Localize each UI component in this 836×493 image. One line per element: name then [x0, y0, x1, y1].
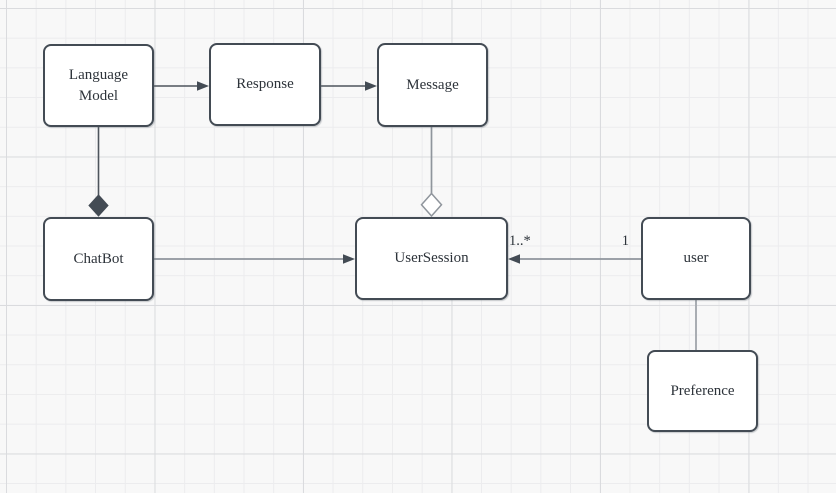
- multiplicity-label-source: 1: [621, 233, 629, 249]
- arrowhead-icon: [197, 81, 209, 91]
- node-message[interactable]: Message: [377, 43, 488, 127]
- node-preference[interactable]: Preference: [647, 350, 758, 432]
- edge-message-usersession-aggregation[interactable]: [420, 127, 443, 218]
- edge-user-usersession[interactable]: [508, 254, 641, 264]
- filled-diamond-icon: [88, 194, 109, 217]
- multiplicity-label-target: 1..*: [509, 233, 531, 249]
- edge-languagemodel-response[interactable]: [154, 81, 209, 91]
- node-user[interactable]: user: [641, 217, 751, 300]
- hollow-diamond-icon: [420, 192, 443, 218]
- arrowhead-icon: [508, 254, 520, 264]
- node-language-model[interactable]: Language Model: [43, 44, 154, 127]
- node-label: ChatBot: [73, 250, 124, 267]
- edge-languagemodel-chatbot-composition[interactable]: [88, 127, 109, 217]
- node-label: user: [683, 250, 709, 267]
- node-chatbot[interactable]: ChatBot: [43, 217, 154, 301]
- edge-chatbot-usersession[interactable]: [154, 254, 355, 264]
- arrowhead-icon: [365, 81, 377, 91]
- node-usersession[interactable]: UserSession: [355, 217, 508, 300]
- arrowhead-icon: [343, 254, 355, 264]
- edge-response-message[interactable]: [321, 81, 377, 91]
- node-label: UserSession: [394, 250, 469, 267]
- node-label: Preference: [670, 382, 735, 399]
- node-response[interactable]: Response: [209, 43, 321, 126]
- node-label: Language Model: [68, 67, 129, 104]
- node-label: Response: [236, 76, 294, 93]
- node-label: Message: [406, 76, 459, 93]
